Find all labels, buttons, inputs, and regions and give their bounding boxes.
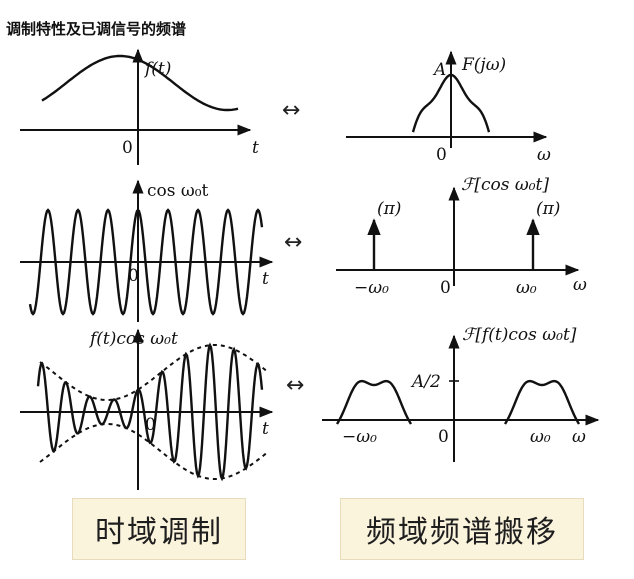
row3-freq-axis-label: ω [572,427,586,447]
row1-transform-arrow: ↔ [282,98,300,123]
row1-baseband-spectrum [411,73,491,133]
row1-freq-peak: A [432,60,446,80]
row2-freq-plot: ℱ[cos ω₀t] (π) (π) −ω₀ 0 ω₀ ω [336,175,587,298]
row1-freq-origin: 0 [436,145,447,165]
row3-time-label: f(t)cos ω₀t [88,329,178,349]
row3-freq-label: ℱ[f(t)cos ω₀t] [462,325,577,345]
row1-time-axis-label: t [252,138,259,158]
row3-pos-omega0: ω₀ [530,427,551,447]
row2-freq-origin: 0 [440,278,451,298]
freq-domain-caption-text: 频域频谱搬移 [366,515,558,550]
row2-time-origin: 0 [128,266,139,286]
time-domain-caption: 时域调制 [72,498,246,560]
row2-time-plot: cos ω₀t 0 t [20,179,274,322]
row2-time-axis-label: t [262,269,269,289]
row1-time-plot: f(t) 0 t [20,48,259,165]
time-domain-caption-text: 时域调制 [95,515,223,550]
row2-pos-omega0: ω₀ [516,278,537,298]
row1-freq-axis-label: ω [537,145,551,165]
diagram-title: 调制特性及已调信号的频谱 [6,20,186,38]
row1-time-label: f(t) [143,59,171,79]
row2-carrier-signal [28,208,264,316]
row2-impulse-right-weight: (π) [536,199,560,219]
row3-time-axis-label: t [262,419,269,439]
freq-domain-caption: 频域频谱搬移 [340,498,584,560]
row3-freq-peak: A/2 [410,372,441,392]
row2-transform-arrow: ↔ [284,230,302,255]
row3-freq-plot: ℱ[f(t)cos ω₀t] A/2 −ω₀ 0 ω₀ ω [322,325,600,462]
row1-time-origin: 0 [122,138,133,158]
row1-freq-plot: A F(jω) 0 ω [346,50,551,165]
row3-neg-omega0: −ω₀ [342,427,377,447]
row2-neg-omega0: −ω₀ [354,278,389,298]
row3-lower-envelope [39,423,269,480]
row2-impulse-left-weight: (π) [377,199,401,219]
row2-freq-label: ℱ[cos ω₀t] [461,175,549,195]
row3-modulated-signal [36,342,264,482]
row2-time-label: cos ω₀t [147,181,209,201]
row3-transform-arrow: ↔ [286,373,304,398]
row3-freq-origin: 0 [438,427,449,447]
row3-spectrum-left-lobe [335,379,413,425]
row1-freq-label: F(jω) [461,55,506,75]
row2-freq-axis-label: ω [573,275,587,295]
row3-spectrum-right-lobe [503,379,581,425]
row3-time-origin: 0 [145,415,156,435]
row3-upper-envelope [39,344,269,401]
row3-time-plot: f(t)cos ω₀t 0 t [20,328,274,490]
row1-baseband-signal [41,54,239,112]
